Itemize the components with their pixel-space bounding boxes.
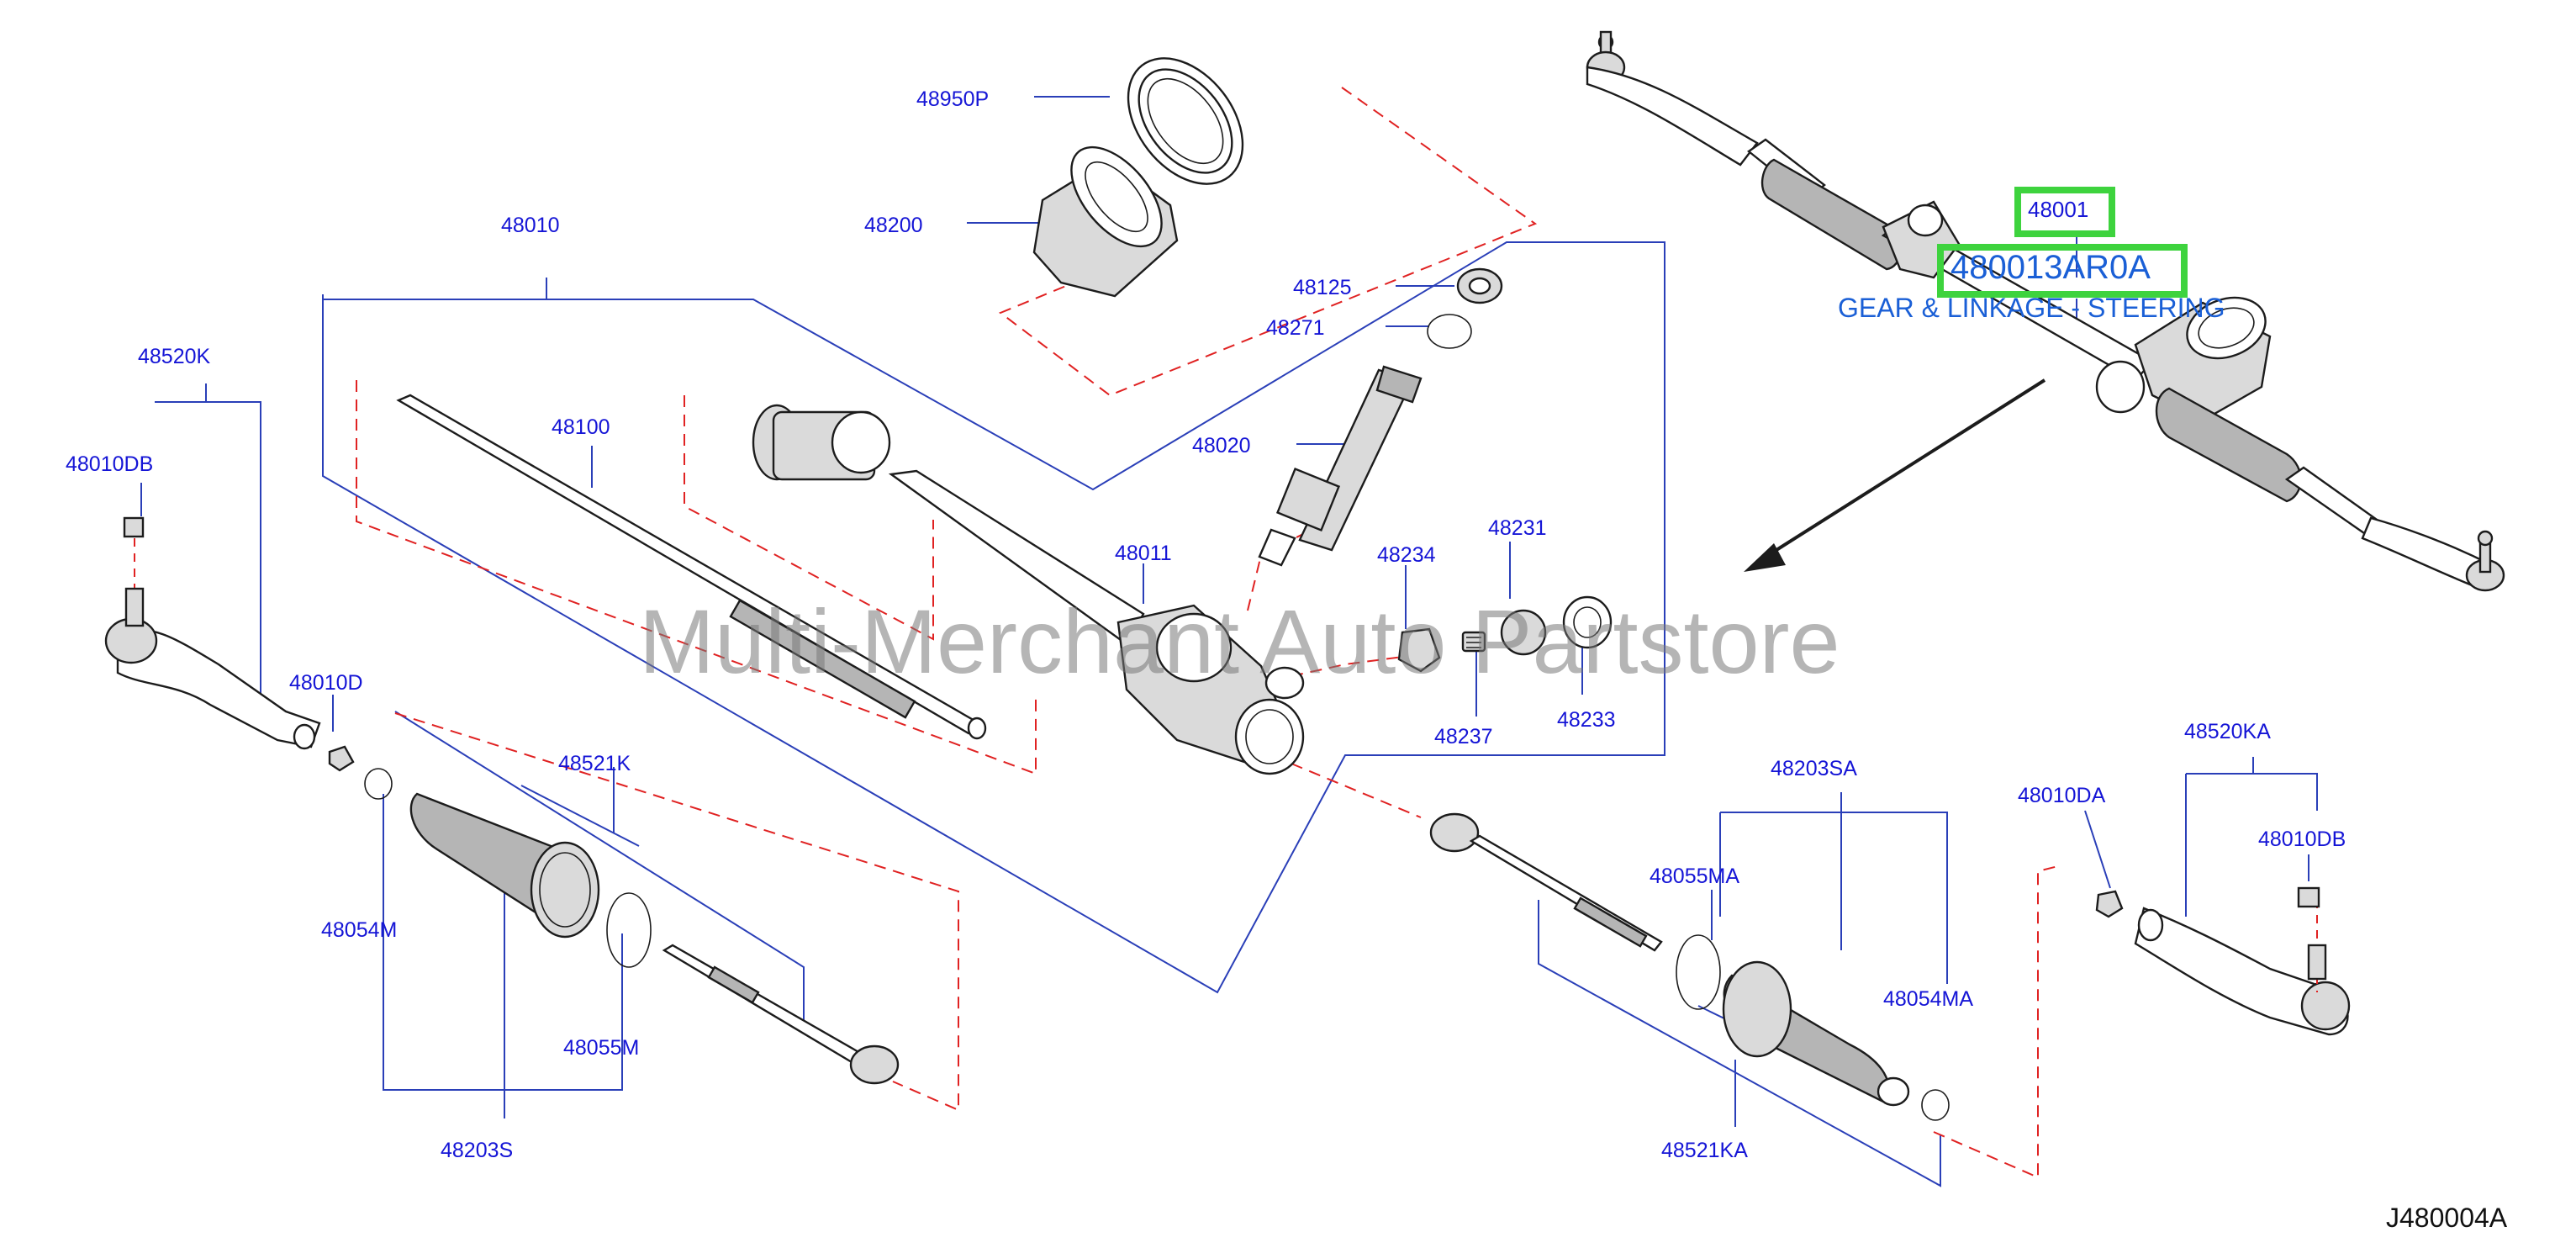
- callout-48520KA[interactable]: 48520KA: [2184, 720, 2271, 743]
- 48125-seal-part: [1456, 267, 1503, 304]
- 48203S-boot-part: [409, 792, 600, 939]
- callout-48010[interactable]: 48010: [501, 214, 560, 237]
- 48010DA-nut-part: [2095, 890, 2124, 918]
- callout-48054MA[interactable]: 48054MA: [1883, 987, 1973, 1011]
- callout-48231[interactable]: 48231: [1488, 516, 1547, 540]
- direction-arrow: [1744, 378, 2046, 572]
- callout-48521K[interactable]: 48521K: [558, 752, 631, 775]
- 48521K-inner-socket-part: [662, 944, 900, 1085]
- diagram-code: J480004A: [2386, 1203, 2508, 1233]
- callout-48203SA[interactable]: 48203SA: [1771, 757, 1857, 780]
- 48234-yoke-part: [1397, 627, 1441, 673]
- callout-48233[interactable]: 48233: [1557, 708, 1616, 732]
- callout-48010DB-right[interactable]: 48010DB: [2258, 828, 2346, 851]
- callout-48200[interactable]: 48200: [864, 214, 923, 237]
- callout-48234[interactable]: 48234: [1377, 543, 1436, 567]
- callout-48520K[interactable]: 48520K: [138, 345, 211, 368]
- 48950P-boot-part: [1127, 57, 1244, 185]
- callout-labels: 48950P 48200 48010 48125 48271 48020 481…: [66, 87, 2346, 1162]
- complete-assembly-illustration: [1586, 30, 2505, 592]
- callout-48055M[interactable]: 48055M: [563, 1036, 639, 1060]
- callout-48020[interactable]: 48020: [1192, 434, 1251, 457]
- 48100-rack-part: [396, 394, 987, 740]
- dashed-groupings: [356, 87, 2059, 1179]
- 48200-cover-part: [1032, 145, 1179, 298]
- callout-48010DA[interactable]: 48010DA: [2018, 784, 2106, 807]
- 48233-locknut-part: [1562, 595, 1613, 649]
- callout-48521KA[interactable]: 48521KA: [1661, 1139, 1748, 1162]
- highlight-part-number[interactable]: 480013AR0A: [1950, 249, 2151, 286]
- 48020-pinion-part: [1258, 365, 1423, 567]
- callout-48010D[interactable]: 48010D: [289, 671, 363, 695]
- callout-48271[interactable]: 48271: [1266, 316, 1325, 340]
- 48054MA-clamp-part: [1921, 1089, 1950, 1121]
- highlight-part-ref[interactable]: 48001: [2028, 197, 2089, 222]
- callout-48054M[interactable]: 48054M: [321, 918, 397, 942]
- callout-48011[interactable]: 48011: [1115, 542, 1172, 565]
- 48521KA-inner-socket-part: [1429, 812, 1663, 952]
- 48231-plug-part: [1500, 609, 1547, 656]
- callout-48203S[interactable]: 48203S: [441, 1139, 513, 1162]
- 48011-housing-part: [752, 404, 1305, 775]
- 48055M-ring-part: [606, 892, 652, 968]
- 48237-spring-part: [1461, 631, 1486, 653]
- callout-48010DB-left[interactable]: 48010DB: [66, 452, 153, 476]
- highlight-description: GEAR & LINKAGE - STEERING: [1838, 293, 2225, 323]
- 48055MA-ring-part: [1676, 934, 1721, 1010]
- 48054M-clamp-part: [364, 768, 393, 800]
- 48203SA-boot-part: [1722, 960, 1910, 1107]
- callout-48055MA[interactable]: 48055MA: [1650, 865, 1739, 888]
- callout-48100[interactable]: 48100: [552, 415, 610, 439]
- highlight-part-ref-box[interactable]: [2014, 187, 2115, 237]
- callout-48237[interactable]: 48237: [1434, 725, 1493, 748]
- 48520KA-tie-rod-end-part: [2134, 886, 2351, 1036]
- callout-48950P[interactable]: 48950P: [916, 87, 989, 111]
- 48010D-nut-part: [328, 745, 355, 772]
- callout-48125[interactable]: 48125: [1293, 276, 1352, 299]
- 48271-snap-ring-part: [1427, 314, 1472, 349]
- 48520K-tie-rod-end-part: [104, 516, 321, 750]
- highlight-part-number-box[interactable]: [1937, 244, 2188, 298]
